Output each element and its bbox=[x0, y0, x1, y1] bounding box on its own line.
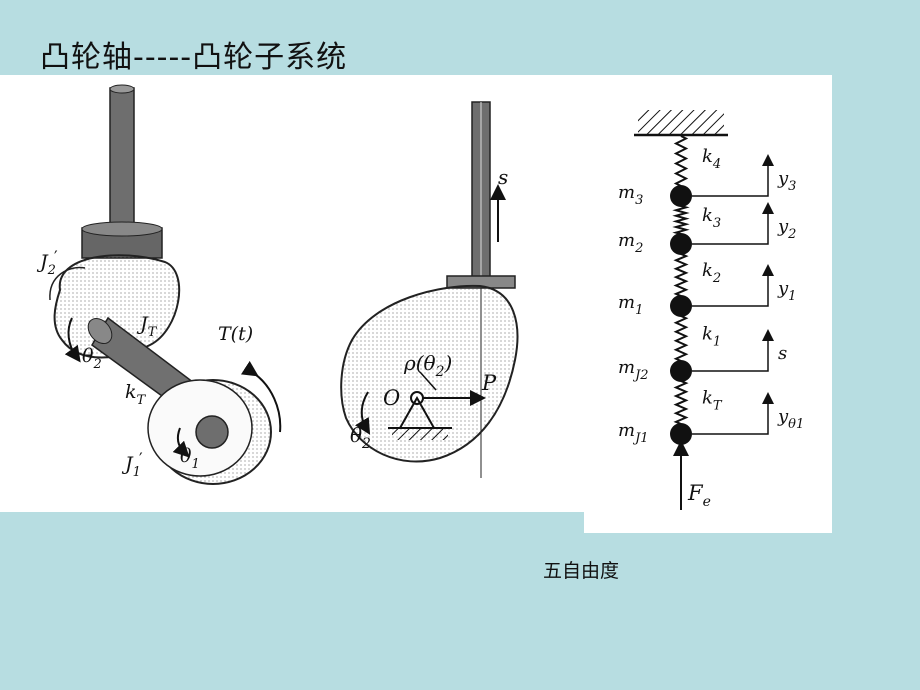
label-displacement-3: y1 bbox=[777, 278, 796, 304]
label-torque: T(t) bbox=[218, 323, 253, 345]
theta2-arrow-mid bbox=[355, 391, 371, 435]
label-mass-1: m3 bbox=[618, 182, 643, 208]
label-spring-4: k1 bbox=[702, 324, 721, 350]
label-theta1: θ1 bbox=[180, 445, 200, 472]
label-J1prime: J1 bbox=[121, 453, 141, 480]
label-displacement-4: s bbox=[778, 343, 787, 364]
mass-m3 bbox=[670, 185, 692, 207]
label-spring-1: k4 bbox=[702, 146, 721, 172]
theta1-arrow bbox=[172, 427, 190, 458]
theta2-arrow bbox=[64, 317, 81, 363]
label-spring-2: k3 bbox=[702, 205, 721, 231]
spring-k4 bbox=[673, 135, 689, 187]
label-kT: kT bbox=[125, 381, 147, 408]
torque-arrow bbox=[240, 360, 282, 433]
spring-k3 bbox=[672, 205, 690, 235]
mass-mJ2 bbox=[670, 360, 692, 382]
displacement-arrow-1 bbox=[692, 154, 774, 197]
label-JT: JT bbox=[136, 313, 158, 340]
displacement-arrow-3 bbox=[692, 264, 774, 307]
displacement-arrow-2 bbox=[692, 202, 774, 245]
camshaft-illustration: J2 ′ JT T(t) θ2 kT θ1 J1 ′ bbox=[36, 84, 282, 485]
label-mass-4: mJ2 bbox=[618, 357, 649, 383]
spring-k1 bbox=[673, 315, 689, 362]
label-rho: ρ(θ2) bbox=[403, 351, 452, 380]
mass-m2 bbox=[670, 233, 692, 255]
label-s: s bbox=[498, 165, 508, 189]
cam-disc-large bbox=[53, 254, 181, 359]
ground-support bbox=[638, 110, 724, 135]
spring-k2 bbox=[673, 253, 689, 297]
svg-text:′: ′ bbox=[54, 247, 58, 266]
label-theta2-mid: θ2 bbox=[350, 423, 371, 452]
label-P: P bbox=[481, 371, 497, 395]
svg-text:′: ′ bbox=[139, 449, 143, 468]
displacement-arrow-4 bbox=[692, 329, 774, 372]
label-J2prime: J2 bbox=[36, 251, 56, 278]
label-theta2: θ2 bbox=[82, 345, 102, 372]
mass-mJ1 bbox=[670, 423, 692, 445]
label-mass-3: m1 bbox=[618, 292, 643, 318]
label-mass-5: mJ1 bbox=[618, 420, 649, 446]
spring-kT bbox=[673, 380, 689, 425]
cam-body bbox=[340, 284, 519, 463]
page-title: 凸轮轴-----凸轮子系统 bbox=[40, 40, 348, 75]
label-spring-3: k2 bbox=[702, 260, 721, 286]
cam-profile-illustration: s ρ(θ2) O P θ2 bbox=[340, 101, 519, 478]
hub bbox=[195, 415, 229, 449]
lumped-model: m3 k4 y3 m2 k3 y2 m1 k2 y1 mJ2 k1 s mJ1 kT yθ1 Fe bbox=[618, 110, 804, 510]
follower-shaft bbox=[109, 87, 135, 231]
label-displacement-2: y2 bbox=[777, 216, 796, 242]
label-force: Fe bbox=[687, 481, 711, 510]
label-O: O bbox=[383, 386, 400, 410]
caption: 五自由度 bbox=[543, 560, 620, 582]
label-mass-2: m2 bbox=[618, 230, 643, 256]
label-displacement-5: yθ1 bbox=[777, 406, 804, 432]
displacement-arrow-5 bbox=[692, 392, 774, 435]
label-displacement-1: y3 bbox=[777, 168, 796, 194]
label-spring-5: kT bbox=[702, 388, 723, 414]
figure-panel-right bbox=[584, 75, 832, 533]
mass-m1 bbox=[670, 295, 692, 317]
